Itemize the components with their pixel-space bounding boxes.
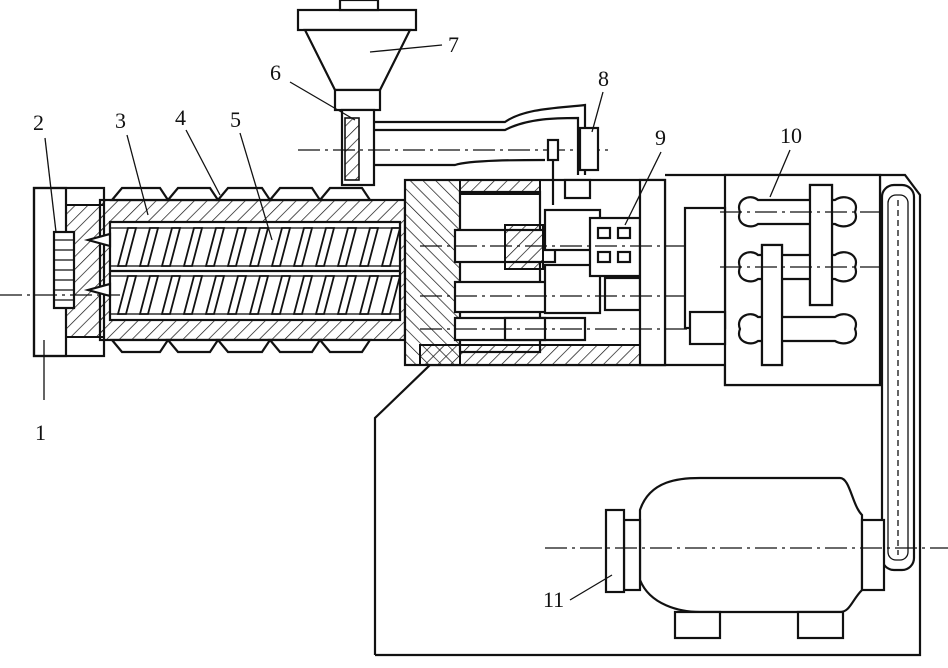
screw-flight: [116, 275, 138, 315]
screw-flight: [358, 227, 380, 267]
screw-flight: [160, 275, 182, 315]
motor: [545, 476, 948, 640]
screw-flight: [380, 227, 402, 267]
screw-flight: [248, 275, 270, 315]
hopper: [296, 0, 610, 205]
label-7: 7: [448, 32, 459, 57]
screw-flight: [270, 275, 292, 315]
part-labels: 1 2 3 4 5 6 7 8 9 10 11: [33, 32, 802, 612]
screw-flight: [116, 227, 138, 267]
screw-flight: [380, 275, 402, 315]
label-2: 2: [33, 110, 44, 135]
belt-drive: [880, 183, 916, 572]
screw-flight: [204, 275, 226, 315]
label-3: 3: [115, 108, 126, 133]
label-6: 6: [270, 60, 281, 85]
nozzle-head: [32, 186, 106, 358]
screw-flight: [138, 227, 160, 267]
screw-flight: [292, 275, 314, 315]
screw-flight: [182, 275, 204, 315]
label-1: 1: [35, 420, 46, 445]
screw-flight: [226, 275, 248, 315]
label-4: 4: [175, 105, 186, 130]
screw-flight: [314, 275, 336, 315]
screw-flight: [336, 227, 358, 267]
screw-flight: [204, 227, 226, 267]
leader-lines: [43, 44, 791, 601]
screw-flight: [270, 227, 292, 267]
screw-flight: [226, 227, 248, 267]
label-8: 8: [598, 66, 609, 91]
reducer: [683, 173, 895, 387]
twin-screws: [83, 227, 402, 315]
screw-flight: [358, 275, 380, 315]
label-11: 11: [543, 587, 564, 612]
screw-flight: [314, 227, 336, 267]
screw-flight: [292, 227, 314, 267]
screw-flight: [336, 275, 358, 315]
screw-flight: [138, 275, 160, 315]
screw-flight: [182, 227, 204, 267]
barrel: [98, 186, 407, 354]
gearbox: [403, 178, 880, 367]
label-10: 10: [780, 123, 802, 148]
label-5: 5: [230, 107, 241, 132]
screw-flight: [160, 227, 182, 267]
label-9: 9: [655, 125, 666, 150]
